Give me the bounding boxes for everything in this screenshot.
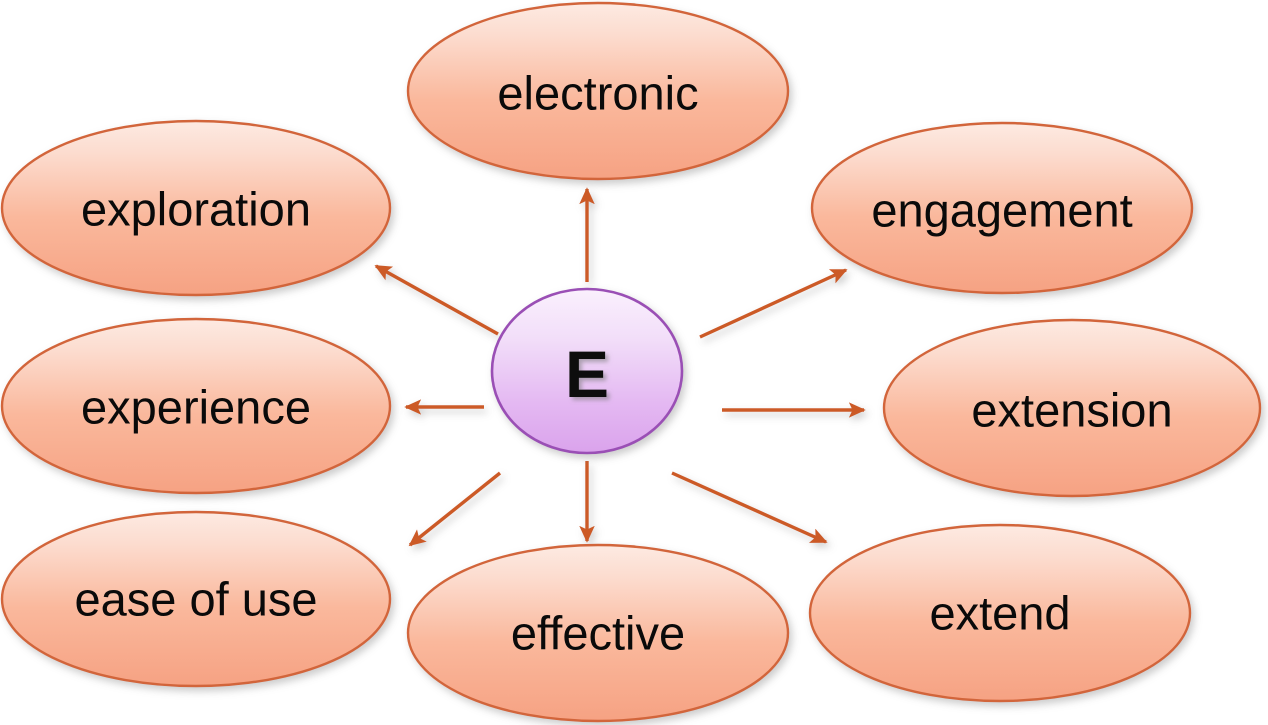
node-shape: [0, 510, 392, 688]
node-shape: [0, 317, 392, 495]
arrow-layer: [374, 187, 866, 547]
node-ease-of-use[interactable]: ease of use: [0, 510, 392, 688]
node-shape: [406, 1, 790, 181]
arrow-to-exploration: [374, 264, 499, 336]
center-node-e[interactable]: E: [490, 287, 684, 455]
node-shape: [0, 119, 392, 297]
node-shape: [882, 318, 1262, 498]
arrow-to-ease-of-use: [408, 471, 502, 547]
node-experience[interactable]: experience: [0, 317, 392, 495]
arrow-to-extend: [671, 471, 828, 544]
node-exploration[interactable]: exploration: [0, 119, 392, 297]
node-shape: [406, 543, 790, 723]
arrow-to-engagement: [699, 268, 848, 339]
center-node-shape: [490, 287, 684, 455]
node-engagement[interactable]: engagement: [810, 121, 1194, 295]
node-effective[interactable]: effective: [406, 543, 790, 723]
node-extend[interactable]: extend: [808, 523, 1192, 703]
node-electronic[interactable]: electronic: [406, 1, 790, 181]
node-shape: [810, 121, 1194, 295]
node-shape: [808, 523, 1192, 703]
node-extension[interactable]: extension: [882, 318, 1262, 498]
